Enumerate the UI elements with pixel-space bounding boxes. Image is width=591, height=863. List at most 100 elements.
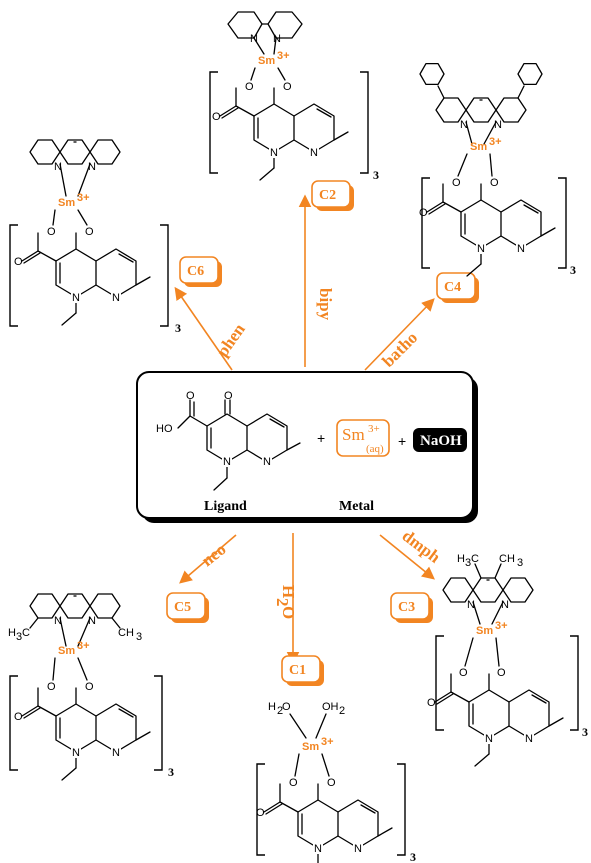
naoh-badge: NaOH <box>413 428 467 452</box>
phen-n2: N <box>88 615 96 627</box>
badge-c1: C1 <box>281 655 324 686</box>
badge-c4: C4 <box>436 272 479 303</box>
svg-text:O: O <box>279 606 298 619</box>
ketone-oxygen: O <box>224 390 233 402</box>
complex-brackets <box>209 71 369 174</box>
samarium-center: Sm <box>476 625 493 637</box>
badge-label-c6: C6 <box>187 264 204 279</box>
samarium-charge: 3+ <box>77 640 90 652</box>
carboxyl-oxygen: O <box>186 390 195 402</box>
phen-n1: N <box>467 599 475 611</box>
carboxylate-oxygen: O <box>452 177 461 189</box>
phen-n1: N <box>460 119 468 131</box>
top-methyl-left-sub: 3 <box>465 557 471 569</box>
phen-n2: N <box>501 599 509 611</box>
central-reaction-box <box>136 371 478 523</box>
top-methyl-right: CH <box>499 553 515 565</box>
ketone-oxygen: O <box>497 667 506 679</box>
top-methyl-left: H <box>457 553 465 565</box>
stoichiometry-3: 3 <box>410 850 416 863</box>
metal-symbol: Sm <box>342 425 365 444</box>
arrow-to-c6 <box>174 286 233 371</box>
reaction-arrows <box>174 194 435 665</box>
carboxylate-oxygen: O <box>47 681 56 693</box>
plus-sign-2: + <box>398 433 406 449</box>
ketone-oxygen: O <box>490 177 499 189</box>
quinolone-n1: N <box>72 292 80 304</box>
plus-sign-1: + <box>317 430 325 446</box>
quinolone-n2: N <box>112 747 120 759</box>
water1-sub: 2 <box>277 705 283 717</box>
phen-n1: N <box>54 161 62 173</box>
ligand-structure: O O HO N N <box>156 390 301 491</box>
ring-nitrogen-2: N <box>263 456 271 468</box>
complex-brackets <box>256 763 406 856</box>
samarium-charge: 3+ <box>489 136 502 148</box>
metal-state: (aq) <box>366 443 384 455</box>
quinolone-n2: N <box>525 733 533 745</box>
samarium-center: Sm <box>470 141 487 153</box>
samarium-center: Sm <box>302 741 319 753</box>
badge-c5: C5 <box>166 592 209 623</box>
ring-nitrogen-1: N <box>223 456 231 468</box>
stoichiometry-3: 3 <box>373 168 379 182</box>
quinolone-n1: N <box>477 243 485 255</box>
badge-label-c2: C2 <box>319 188 336 203</box>
metal-box: Sm 3+ (aq) <box>336 419 390 457</box>
quinolone-n1: N <box>72 747 80 759</box>
badge-label-c4: C4 <box>444 280 461 295</box>
quinolone-n1: N <box>485 733 493 745</box>
phen-n2: N <box>494 119 502 131</box>
methyl-left: H <box>8 627 16 639</box>
quinolone-n1: N <box>314 843 322 855</box>
reagent-dmph: dmph <box>399 526 445 567</box>
carbonyl-oxygen: O <box>427 697 436 709</box>
arrow-to-c4 <box>364 298 435 371</box>
carboxylate-oxygen: O <box>459 667 468 679</box>
carboxylate-oxygen: O <box>47 226 56 238</box>
ketone-oxygen: O <box>85 681 94 693</box>
quinolone-n2: N <box>354 843 362 855</box>
phen-n1: N <box>54 615 62 627</box>
quinolone-n2: N <box>517 243 525 255</box>
ketone-oxygen: O <box>283 81 292 93</box>
water2: OH <box>322 701 339 713</box>
carboxylate-oxygen: O <box>245 81 254 93</box>
samarium-center: Sm <box>258 55 275 67</box>
badge-c2: C2 <box>311 180 354 211</box>
badge-label-c5: C5 <box>174 600 191 615</box>
reagent-water: H 2 O <box>273 585 298 619</box>
carbonyl-oxygen: O <box>212 111 221 123</box>
arrow-to-c5 <box>179 534 237 584</box>
quinolone-n2: N <box>310 147 318 159</box>
metal-label: Metal <box>339 499 374 514</box>
naoh-text: NaOH <box>420 433 462 449</box>
ligand-label: Ligand <box>204 499 247 514</box>
samarium-charge: 3+ <box>321 736 334 748</box>
methyl-left-sub: 3 <box>16 631 22 643</box>
water1-o: O <box>282 701 291 713</box>
badge-label-c3: C3 <box>398 600 415 615</box>
methyl-right-sub: 3 <box>136 631 142 643</box>
carbonyl-oxygen: O <box>14 256 23 268</box>
methyl-right: CH <box>118 627 134 639</box>
samarium-charge: 3+ <box>495 620 508 632</box>
samarium-charge: 3+ <box>277 50 290 62</box>
complex-brackets <box>421 177 567 269</box>
stoichiometry-3: 3 <box>570 263 576 277</box>
stoichiometry-3: 3 <box>175 321 181 335</box>
samarium-charge: 3+ <box>77 192 90 204</box>
water1-h: H <box>268 701 276 713</box>
carbonyl-oxygen: O <box>14 711 23 723</box>
carbonyl-oxygen: O <box>256 807 265 819</box>
hydroxyl-group: HO <box>156 423 173 435</box>
bipy-n1: N <box>250 33 258 45</box>
reagent-phen: phen <box>213 320 249 361</box>
stoichiometry-3: 3 <box>168 765 174 779</box>
